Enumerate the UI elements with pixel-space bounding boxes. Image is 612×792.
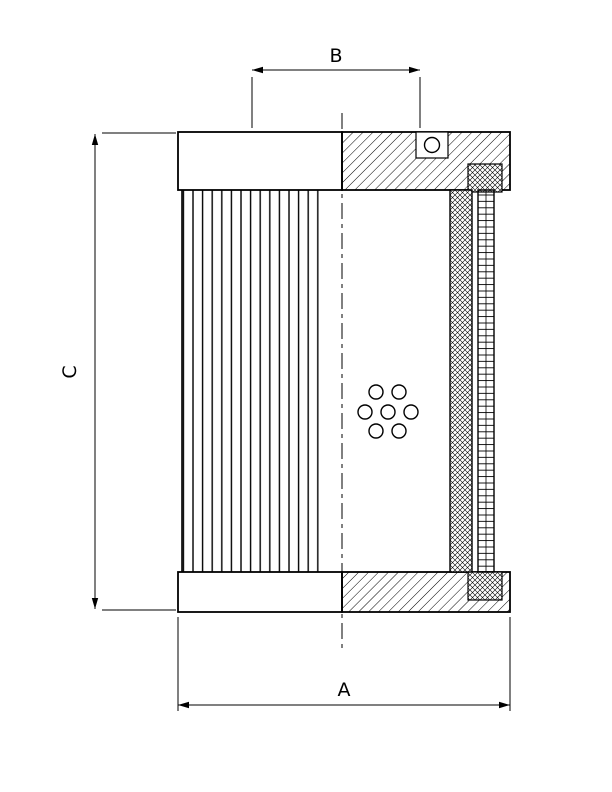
support-tube [477,189,495,573]
o-ring [423,136,441,154]
perforation-hole [391,384,407,400]
perforation-hole [403,404,419,420]
perforation-hole [368,423,384,439]
dimension-c: C [59,132,176,611]
filter-media-section [449,189,473,573]
perforation-hole [380,404,396,420]
dim-b-arrow-right [409,66,420,74]
bottom-seal [467,571,503,601]
top-seal [467,163,503,193]
dim-b-label: B [329,45,342,67]
perforation-holes [357,384,419,439]
section-view [341,131,511,613]
dimension-b: B [251,45,421,128]
top-end-cap-left [177,131,343,191]
dim-c-label: C [59,365,81,378]
dim-c-arrow-top [91,134,99,145]
perforation-hole [391,423,407,439]
dim-a-arrow-left [178,701,189,709]
external-view [177,131,343,613]
dim-b-arrow-left [252,66,263,74]
bottom-end-cap-left [177,571,343,613]
dimension-a: A [177,617,511,711]
perforation-hole [368,384,384,400]
perforation-hole [357,404,373,420]
dim-a-label: A [338,679,351,701]
dim-c-arrow-bottom [91,598,99,609]
pleated-media [181,190,321,572]
dim-a-arrow-right [499,701,510,709]
